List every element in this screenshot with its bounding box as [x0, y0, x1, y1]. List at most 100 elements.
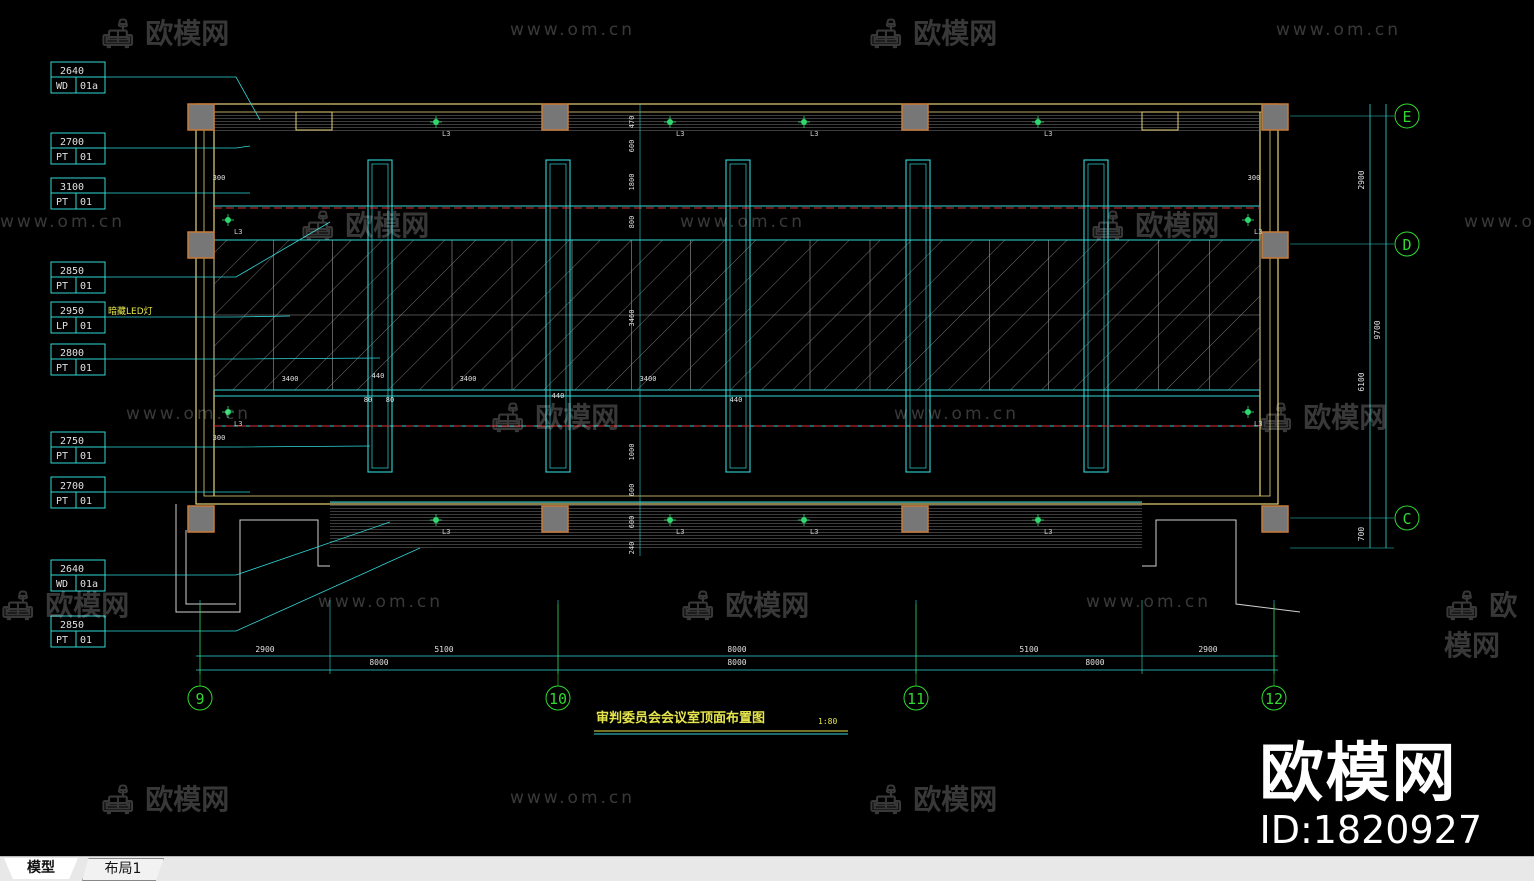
- watermark-logo: 🛋 欧模网: [868, 17, 998, 50]
- tag-code: PT: [56, 635, 68, 646]
- watermark-url: www.om.cn: [510, 788, 636, 808]
- axis-letter: E: [1402, 108, 1411, 126]
- model-id: ID:1820927: [1259, 808, 1482, 852]
- tag-leader: [105, 145, 251, 149]
- light-label: L3: [442, 130, 450, 138]
- dim-text-top: 5100: [434, 645, 453, 654]
- dim-text-center: 600: [628, 484, 636, 497]
- axis-letter: C: [1402, 510, 1411, 528]
- tag-height: 2700: [60, 481, 84, 492]
- watermark-url: www.om.cn: [894, 404, 1020, 424]
- axis-bubble: [1394, 103, 1420, 129]
- light-label: L3: [810, 528, 818, 536]
- watermark-logo: 🛋 欧模网: [490, 401, 620, 434]
- dim-text-center: 800: [628, 216, 636, 229]
- tag-code: PT: [56, 281, 68, 292]
- led-strip-lines: [214, 207, 1260, 427]
- dim-text-center: 470: [628, 116, 636, 129]
- side-dim: 300: [213, 434, 226, 442]
- brand-name: 欧模网: [1259, 737, 1458, 811]
- vertical-beam: [725, 159, 751, 473]
- column: [187, 103, 215, 131]
- tag-leader: [105, 547, 421, 632]
- tag-code: PT: [56, 197, 68, 208]
- tag-height: 2850: [60, 620, 84, 631]
- tag-num: 01: [80, 152, 92, 163]
- watermark-logo: 🛋 欧模网: [300, 209, 430, 242]
- side-dim: 300: [213, 174, 226, 182]
- vertical-beam-inner: [549, 163, 567, 469]
- tab-layout1[interactable]: 布局1: [82, 858, 164, 881]
- dim-text-panel: 440: [372, 372, 385, 380]
- tag-height: 2700: [60, 137, 84, 148]
- tag-leader: [105, 357, 381, 360]
- watermark-logo: 🛋 欧模网: [1090, 209, 1220, 242]
- light-label: L3: [1254, 228, 1262, 236]
- dim-text-panel: 80: [386, 396, 394, 404]
- watermark-logo: 🛋 欧模网: [100, 17, 230, 50]
- dim-text-center: 600: [628, 516, 636, 529]
- dim-text-bottom: 8000: [369, 658, 388, 667]
- column: [1261, 103, 1289, 131]
- tag-leader: [105, 521, 391, 576]
- axis-number: 9: [195, 690, 204, 708]
- light-label: L3: [676, 130, 684, 138]
- axis-bubble: [1261, 685, 1287, 711]
- bottom-wood-strip: [330, 502, 1142, 548]
- watermark-logo: 🛋 欧模网: [1444, 589, 1518, 662]
- tag-leader: [105, 315, 291, 318]
- watermark-logo: 🛋 欧模网: [1258, 401, 1388, 434]
- dim-text-bottom: 8000: [1085, 658, 1104, 667]
- axis-number: 11: [907, 690, 925, 708]
- tag-num: 01a: [80, 579, 98, 590]
- axis-bubble: [903, 685, 929, 711]
- vertical-beam-inner: [909, 163, 927, 469]
- column: [187, 505, 215, 533]
- vertical-beam-inner: [371, 163, 389, 469]
- dim-text-bottom: 8000: [727, 658, 746, 667]
- light-label: L3: [1044, 130, 1052, 138]
- vertical-beam-inner: [729, 163, 747, 469]
- axis-bubble: [545, 685, 571, 711]
- dim-text-right: 2900: [1357, 170, 1366, 189]
- tag-num: 01a: [80, 81, 98, 92]
- tag-leader: [105, 445, 371, 448]
- tag-num: 01: [80, 635, 92, 646]
- watermark-url: www.om.cn: [1276, 20, 1402, 40]
- tag-code: PT: [56, 451, 68, 462]
- dim-text-panel: 3400: [640, 375, 657, 383]
- tag-height: 2750: [60, 436, 84, 447]
- vertical-beam: [905, 159, 931, 473]
- watermark-url: www.om.cn: [1464, 212, 1534, 232]
- tab-model[interactable]: 模型: [4, 858, 78, 879]
- dim-text-right: 9700: [1373, 320, 1382, 339]
- axis-letter: D: [1402, 236, 1411, 254]
- light-label: L3: [676, 528, 684, 536]
- brand-mark: 欧模网 ID:1820927: [1259, 722, 1482, 852]
- dim-text-top: 2900: [1198, 645, 1217, 654]
- watermark-url: www.om.cn: [318, 592, 444, 612]
- column: [541, 505, 569, 533]
- tag-num: 01: [80, 321, 92, 332]
- dim-text-panel: 80: [364, 396, 372, 404]
- tag-num: 01: [80, 496, 92, 507]
- tag-code: LP: [56, 321, 68, 332]
- dim-text-top: 8000: [727, 645, 746, 654]
- tag-height: 2640: [60, 564, 84, 575]
- dim-text-panel: 3400: [460, 375, 477, 383]
- column: [1261, 505, 1289, 533]
- tag-code: PT: [56, 496, 68, 507]
- drawing-title: 审判委员会会议室顶面布置图: [596, 710, 765, 726]
- light-label: L3: [442, 528, 450, 536]
